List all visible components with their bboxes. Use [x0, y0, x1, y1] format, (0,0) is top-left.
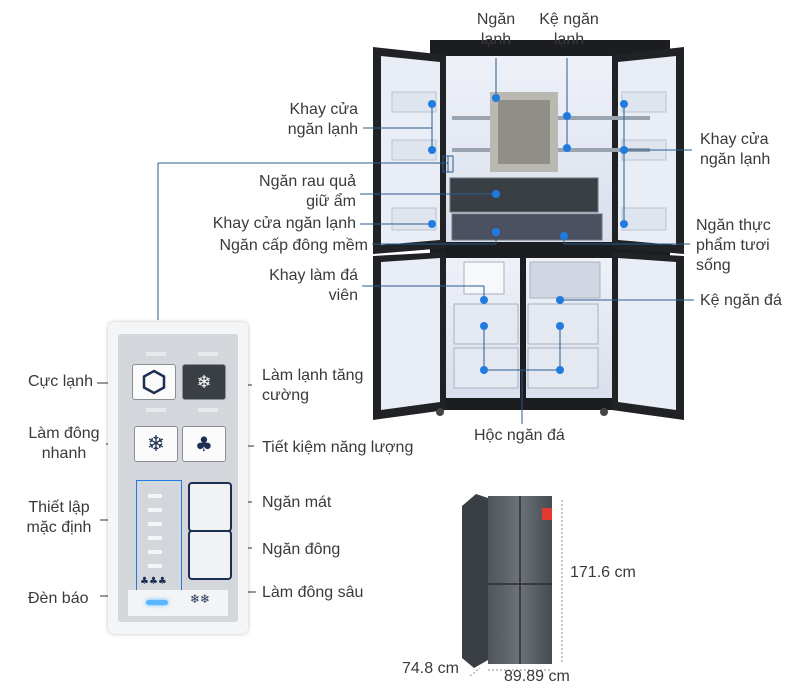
label-khay-cua-mid: Khay cửa ngăn lạnh [212, 215, 356, 232]
dimension-width: 89.89 cm [504, 668, 570, 685]
snowflake-icon: ❄ [146, 431, 166, 457]
label-cuc-lanh: Cực lạnh [28, 373, 93, 390]
door-bin [621, 207, 667, 231]
dimension-height: 171.6 cm [570, 564, 636, 581]
label-lam-lanh-tang-cuong: Làm lạnh tăng cường [262, 367, 364, 404]
dimension-depth: 74.8 cm [402, 660, 459, 677]
label-ke-ngan-da: Kệ ngăn đá [700, 292, 782, 309]
label-thiet-lap: Thiết lập mặc định [26, 499, 92, 536]
fridge-temp-button[interactable] [188, 482, 232, 532]
label-ngan-lanh: Ngăn lạnh [476, 11, 516, 48]
closed-fridge [462, 494, 552, 668]
express-freeze-button[interactable]: ❄ [134, 426, 178, 462]
label-khay-cua-right: Khay cửa ngăn lạnh [700, 131, 771, 168]
label-lam-dong-sau: Làm đông sâu [262, 584, 364, 601]
label-ngan-mat: Ngăn mát [262, 494, 332, 511]
eco-button[interactable]: ♣ [182, 426, 226, 462]
indicator-light [146, 600, 168, 605]
label-ke-ngan-lanh: Kệ ngăn lạnh [539, 11, 599, 48]
label-tiet-kiem: Tiết kiệm năng lượng [262, 439, 414, 456]
door-bin [391, 91, 437, 113]
control-panel: ❄ ❄ ♣ ♣♣♣ ❄❄ [108, 322, 248, 634]
leaf-icon: ♣ [195, 432, 213, 456]
snowflake-box-icon: ❄ [196, 371, 212, 393]
callout-dots [428, 94, 628, 374]
label-khay-lam-da: Khay làm đá viên [269, 267, 358, 304]
label-khay-cua-left: Khay cửa ngăn lạnh [287, 101, 358, 138]
label-lam-dong-nhanh: Làm đông nhanh [28, 425, 100, 462]
label-den-bao: Đèn báo [28, 590, 89, 607]
extra-cool-button[interactable] [132, 364, 176, 400]
door-bin [621, 91, 667, 113]
indicator-symbols: ♣♣♣ [140, 576, 167, 587]
freezer-drawer [527, 303, 599, 345]
crisper-drawer [449, 177, 599, 213]
soft-freeze-drawer [451, 213, 603, 241]
bottom-strip [128, 590, 228, 616]
freezer-shelf [529, 261, 601, 299]
power-cool-button[interactable]: ❄ [182, 364, 226, 400]
deep-freeze-icon: ❄❄ [190, 592, 211, 606]
label-ngan-dong: Ngăn đông [262, 541, 341, 558]
label-ngan-rau: Ngăn rau quả giữ ẩm [259, 173, 356, 210]
freezer-temp-button[interactable] [188, 530, 232, 580]
leader-lines [157, 58, 694, 424]
hexagon-icon [142, 369, 166, 395]
dimension-lines [469, 500, 563, 677]
label-hoc-ngan-da: Hộc ngăn đá [474, 427, 565, 444]
label-ngan-thuc-pham: Ngăn thực phẩm tươi sống [696, 217, 771, 274]
label-ngan-cap-dong: Ngăn cấp đông mềm [219, 237, 368, 254]
